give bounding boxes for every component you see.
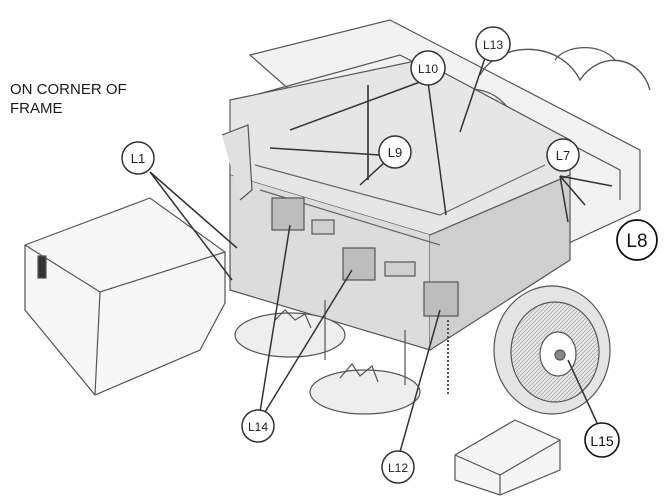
chassis-side: [429, 174, 571, 351]
leader-l1-a: [149, 171, 238, 249]
leader-l9-b: [359, 161, 386, 186]
leader-l9-a: [269, 147, 381, 156]
callout-l14: L14: [241, 409, 275, 443]
callout-l13: L13: [475, 26, 511, 62]
callout-l12: L12: [381, 450, 415, 484]
leader-l1-b: [149, 171, 233, 281]
side-shield-fold: [94, 291, 101, 396]
leader-l14-a: [259, 224, 291, 413]
lift-arm: [221, 124, 253, 201]
leader-l7-c: [559, 175, 613, 187]
callout-l10-label: L10: [418, 62, 438, 76]
callout-l14-label: L14: [248, 420, 268, 434]
coupler-1: [311, 219, 335, 235]
leader-l7-a: [559, 175, 569, 223]
callouts: L1 L7 L8 L9 L10 L12: [121, 26, 658, 484]
leader-l10-b: [427, 81, 447, 216]
callout-l1: L1: [121, 141, 155, 175]
shield-decal: [37, 255, 47, 279]
leader-l7-b: [559, 175, 586, 206]
leader-l13: [459, 57, 486, 133]
callout-l9: L9: [378, 135, 412, 169]
callout-l8: L8: [616, 219, 658, 261]
callout-l1-label: L1: [131, 151, 145, 166]
corner-note: ON CORNER OF FRAME: [10, 80, 127, 118]
leader-l10-a: [289, 81, 421, 131]
callout-l9-label: L9: [388, 145, 402, 160]
spinner-right: [309, 369, 421, 415]
wheel-axle: [554, 349, 566, 361]
callout-l10: L10: [410, 50, 446, 86]
leader-lines: [149, 57, 613, 453]
leader-l12: [399, 309, 441, 453]
callout-l7-label: L7: [556, 148, 570, 163]
callout-l13-label: L13: [483, 38, 503, 52]
gearbox-3: [423, 281, 459, 317]
callout-l7: L7: [546, 138, 580, 172]
gearbox-2: [342, 247, 376, 281]
callout-l15: L15: [584, 422, 620, 458]
spinner-left: [234, 312, 346, 358]
auger-back: [554, 47, 616, 61]
callout-l15-label: L15: [590, 433, 614, 449]
leader-l14-b: [264, 269, 353, 413]
side-shield: [24, 197, 226, 396]
corner-note-line2: FRAME: [10, 100, 63, 117]
leader-l15: [567, 359, 599, 426]
corner-note-line1: ON CORNER OF: [10, 81, 127, 98]
callout-l12-label: L12: [388, 461, 408, 475]
small-box: [454, 419, 561, 496]
gearbox-1: [271, 197, 305, 231]
coupler-2: [384, 261, 416, 277]
spinner-left-blades: [274, 309, 312, 329]
spinner-right-blades: [339, 363, 379, 383]
callout-l8-label: L8: [626, 231, 647, 252]
gear-channel: [254, 164, 546, 216]
